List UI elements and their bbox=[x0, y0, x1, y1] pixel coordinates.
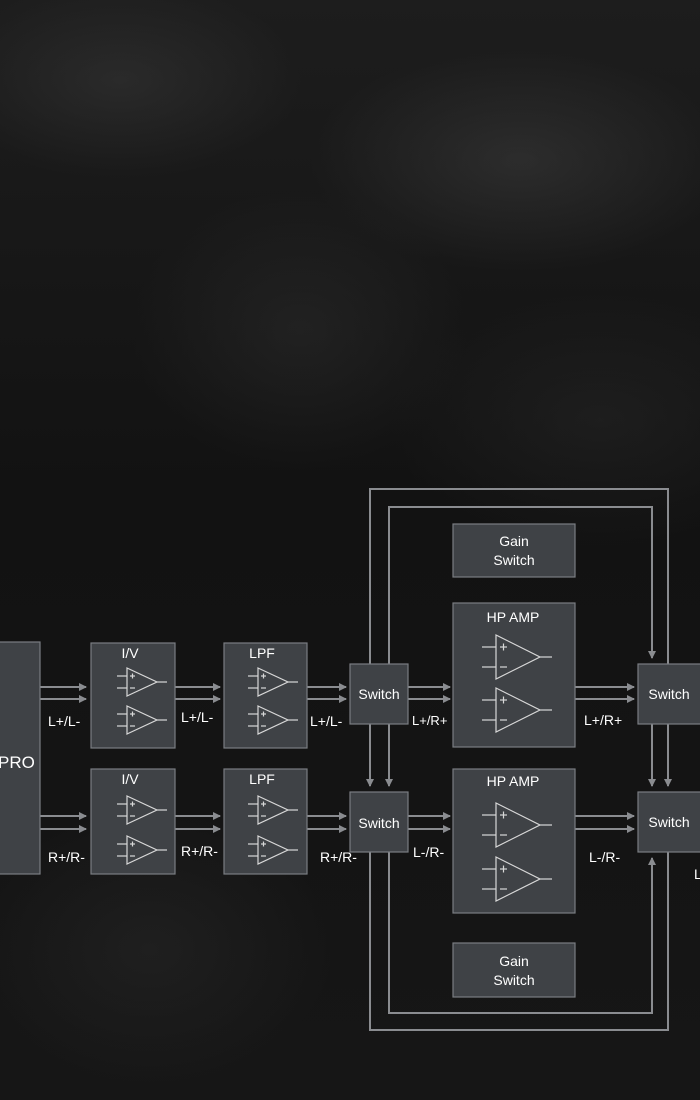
svg-text:Switch: Switch bbox=[358, 686, 399, 702]
hp-amp-block-bottom: HP AMP bbox=[452, 768, 576, 914]
signal-label-bottom-3: R+/R- bbox=[320, 849, 357, 865]
top-signal-wires bbox=[40, 683, 635, 703]
signal-label-top-3: L+/L- bbox=[310, 713, 343, 729]
signal-label-top-1: L+/L- bbox=[48, 713, 81, 729]
svg-text:Switch: Switch bbox=[493, 972, 534, 988]
svg-text:Switch: Switch bbox=[648, 686, 689, 702]
bottom-signal-wires bbox=[40, 812, 635, 833]
signal-label-bottom-4: L-/R- bbox=[413, 844, 444, 860]
switch-block-4: Switch bbox=[637, 791, 700, 853]
svg-text:I/V: I/V bbox=[121, 645, 139, 661]
signal-label-edge: L bbox=[694, 866, 700, 882]
signal-label-top-2: L+/L- bbox=[181, 709, 214, 725]
svg-text:LPF: LPF bbox=[249, 645, 275, 661]
svg-text:Switch: Switch bbox=[648, 814, 689, 830]
dac-block: PRO bbox=[0, 641, 41, 875]
svg-text:I/V: I/V bbox=[121, 771, 139, 787]
svg-text:HP AMP: HP AMP bbox=[487, 773, 540, 789]
iv-block-top: I/V bbox=[90, 642, 176, 749]
svg-text:Switch: Switch bbox=[493, 552, 534, 568]
svg-text:Gain: Gain bbox=[499, 953, 529, 969]
gain-switch-bottom: Gain Switch bbox=[452, 942, 576, 998]
switch-block-3: Switch bbox=[637, 663, 700, 725]
hp-amp-block-top: HP AMP bbox=[452, 602, 576, 748]
signal-label-top-5: L+/R+ bbox=[584, 712, 622, 728]
iv-block-bottom: I/V bbox=[90, 768, 176, 875]
lpf-block-top: LPF bbox=[223, 642, 308, 749]
svg-text:Gain: Gain bbox=[499, 533, 529, 549]
signal-label-bottom-2: R+/R- bbox=[181, 843, 218, 859]
svg-text:LPF: LPF bbox=[249, 771, 275, 787]
feedback-loop-wires bbox=[366, 488, 672, 1031]
svg-text:HP AMP: HP AMP bbox=[487, 609, 540, 625]
switch-block-1: Switch bbox=[349, 663, 409, 725]
svg-text:Switch: Switch bbox=[358, 815, 399, 831]
switch-block-2: Switch bbox=[349, 791, 409, 853]
signal-label-bottom-5: L-/R- bbox=[589, 849, 620, 865]
signal-label-top-4: L+/R+ bbox=[412, 713, 447, 728]
lpf-block-bottom: LPF bbox=[223, 768, 308, 875]
signal-labels: L+/L- L+/L- L+/L- L+/R+ L+/R+ R+/R- R+/R… bbox=[48, 709, 700, 882]
signal-label-bottom-1: R+/R- bbox=[48, 849, 85, 865]
dac-label: PRO bbox=[0, 753, 35, 772]
gain-switch-top: Gain Switch bbox=[452, 523, 576, 578]
